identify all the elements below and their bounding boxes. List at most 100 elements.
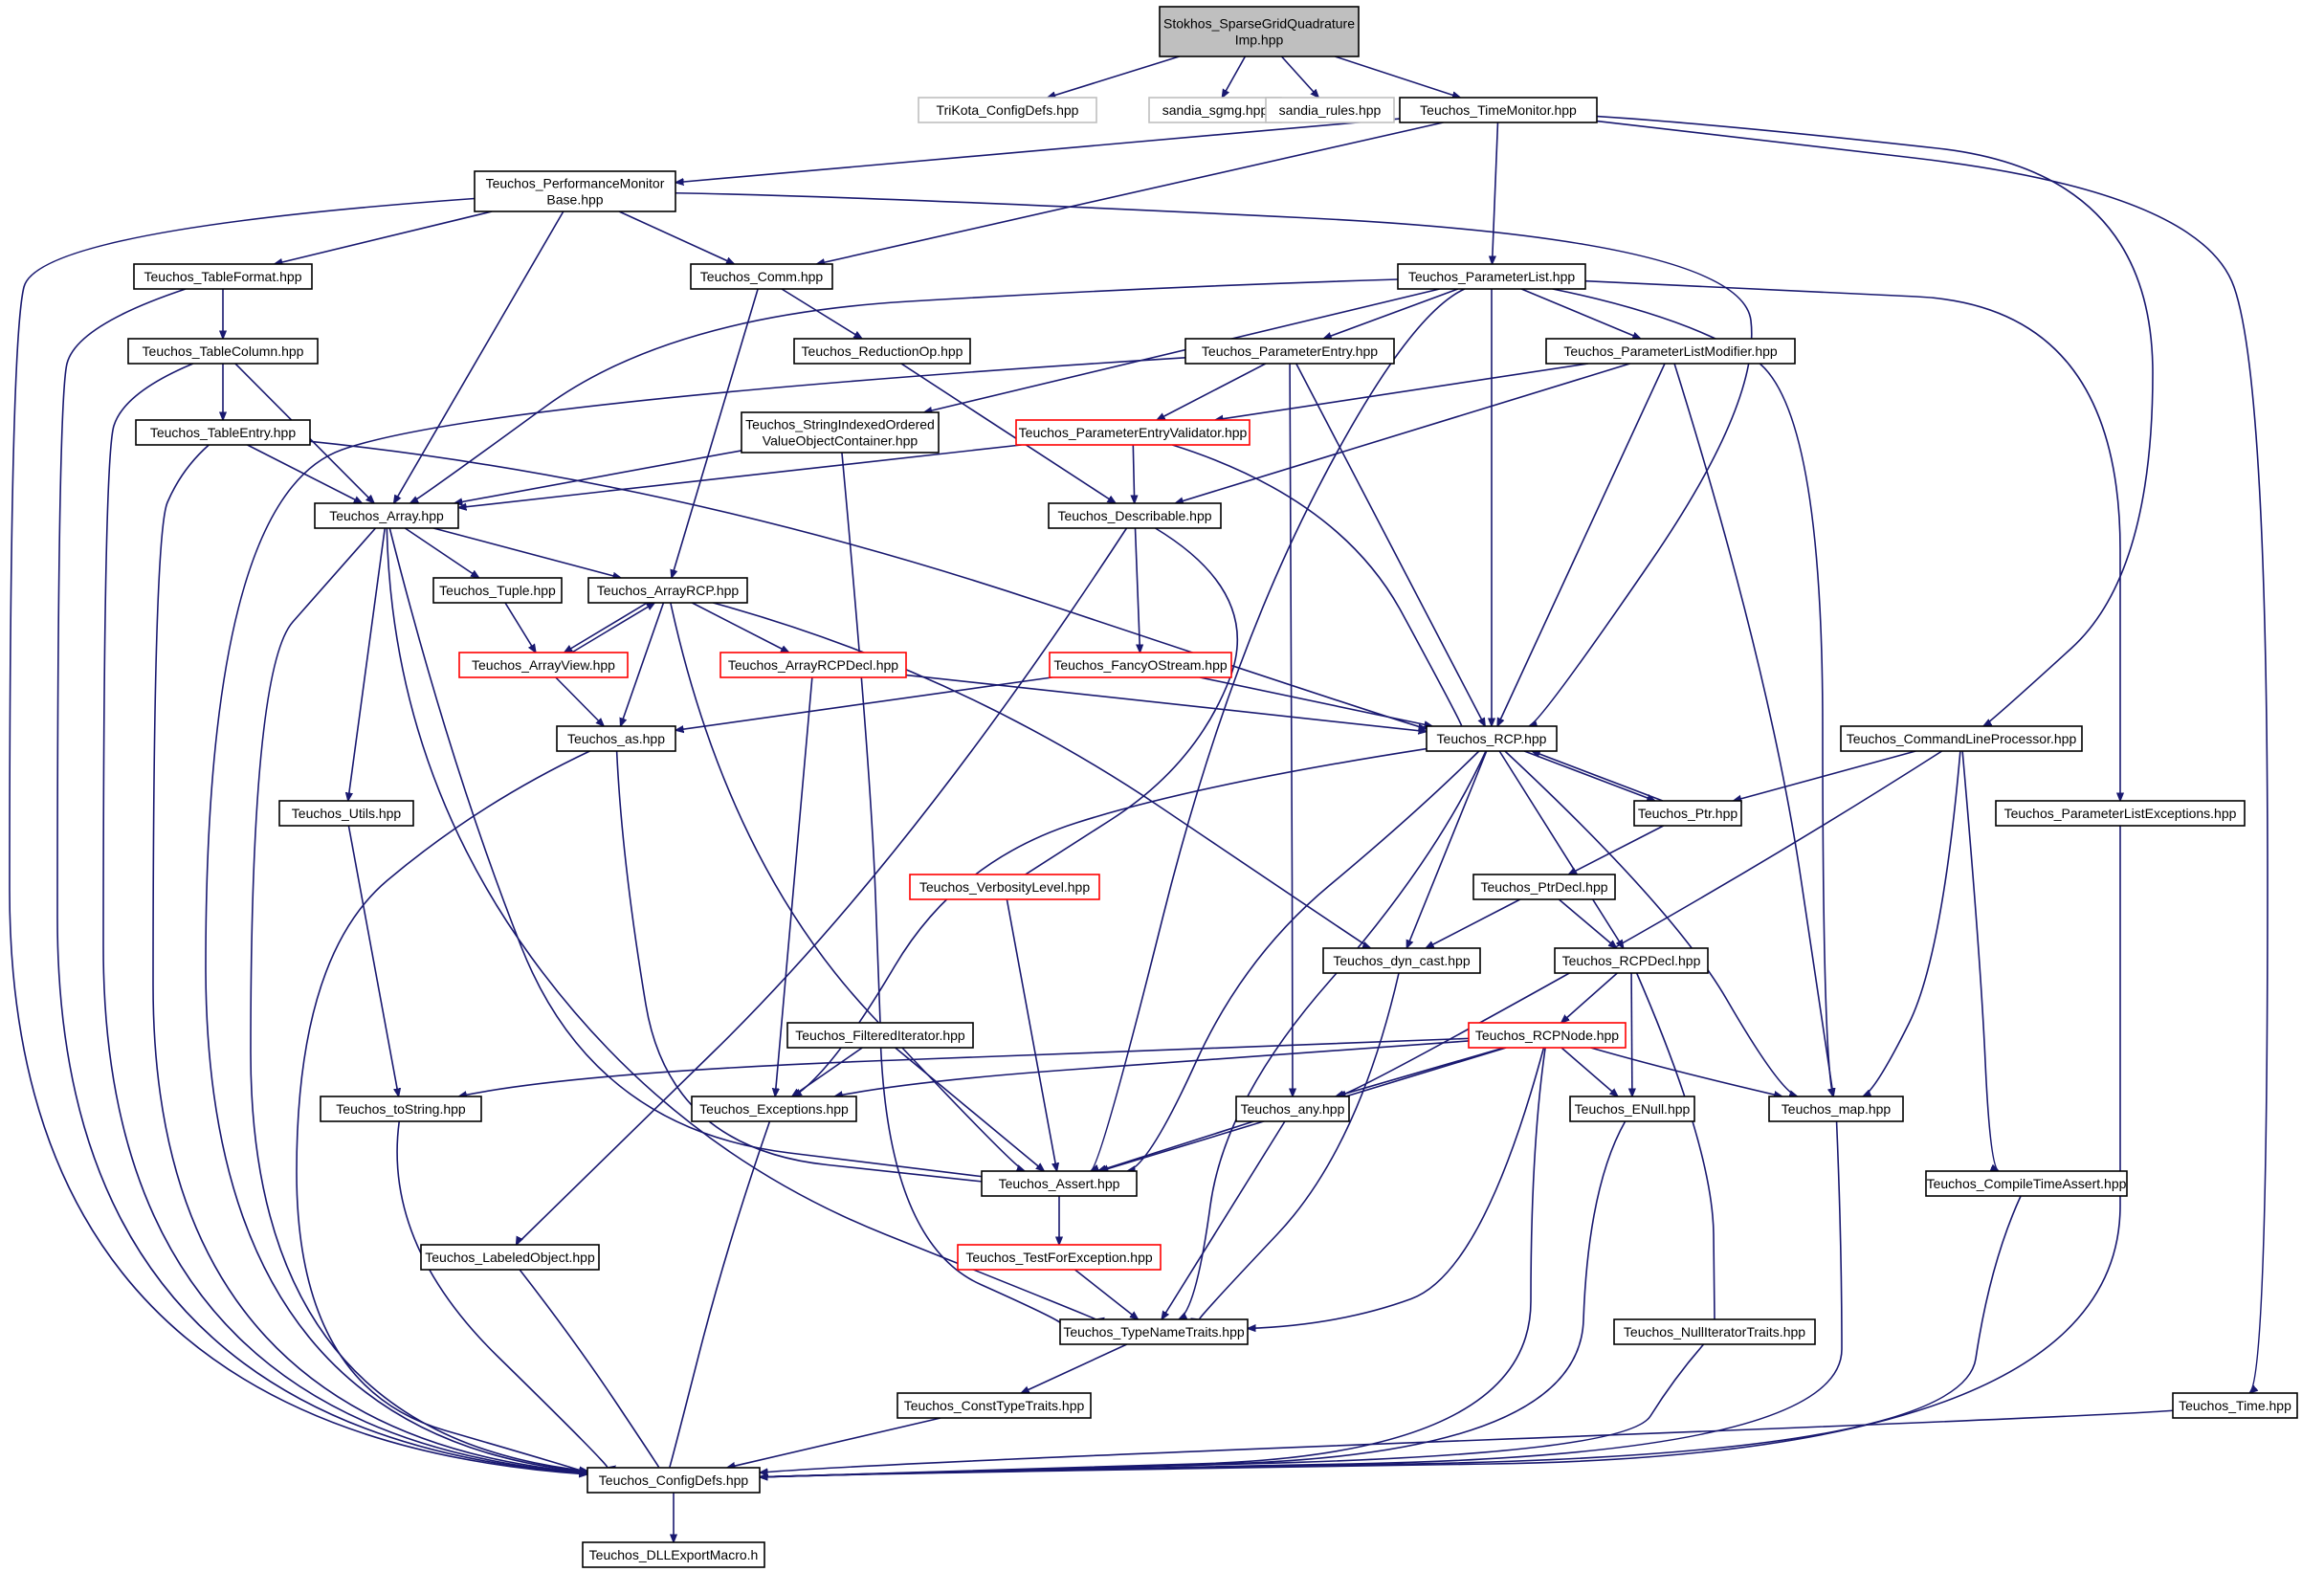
node-box: [1633, 800, 1742, 827]
node-pev[interactable]: Teuchos_ParameterEntryValidator.hpp: [1015, 419, 1251, 446]
node-sgmg[interactable]: sandia_sgmg.hpp: [1148, 97, 1282, 123]
node-label: ValueObjectContainer.hpp: [763, 433, 919, 449]
node-dyncast[interactable]: Teuchos_dyn_cast.hpp: [1322, 947, 1481, 974]
edge-paramlistmod-to-pev: [1215, 363, 1589, 420]
node-paramlist[interactable]: Teuchos_ParameterList.hpp: [1397, 263, 1586, 290]
edge-enull-to-configdefs: [760, 1120, 1627, 1477]
node-box: [691, 1096, 857, 1122]
node-label: Teuchos_Describable.hpp: [1057, 508, 1211, 523]
node-tableformat[interactable]: Teuchos_TableFormat.hpp: [133, 263, 313, 290]
edge-rcp-to-typename: [1179, 750, 1487, 1319]
node-ptr[interactable]: Teuchos_Ptr.hpp: [1633, 800, 1742, 827]
node-box: [719, 652, 907, 678]
node-paramentry[interactable]: Teuchos_ParameterEntry.hpp: [1184, 338, 1395, 365]
node-as[interactable]: Teuchos_as.hpp: [556, 725, 676, 752]
node-stringindexed[interactable]: Teuchos_StringIndexedOrderedValueObjectC…: [741, 411, 940, 454]
node-box: [786, 1022, 974, 1049]
node-utils[interactable]: Teuchos_Utils.hpp: [278, 800, 414, 827]
node-arrayrcp[interactable]: Teuchos_ArrayRCP.hpp: [587, 577, 748, 604]
edge-paramentry-to-pev: [1157, 363, 1267, 420]
edge-stringindexed-to-filterediter: [841, 452, 880, 1023]
edge-array-to-arrayrcp: [432, 527, 621, 578]
node-ptrdecl[interactable]: Teuchos_PtrDecl.hpp: [1472, 874, 1616, 900]
node-paramlistmod[interactable]: Teuchos_ParameterListModifier.hpp: [1545, 338, 1796, 365]
node-any[interactable]: Teuchos_any.hpp: [1235, 1096, 1350, 1122]
edge-ptrdecl-to-dyncast: [1426, 898, 1521, 948]
edge-clp-to-map: [1863, 750, 1961, 1097]
node-consttype[interactable]: Teuchos_ConstTypeTraits.hpp: [896, 1392, 1092, 1419]
node-rcp[interactable]: Teuchos_RCP.hpp: [1426, 725, 1558, 752]
node-tuple[interactable]: Teuchos_Tuple.hpp: [432, 577, 563, 604]
node-array[interactable]: Teuchos_Array.hpp: [314, 502, 459, 529]
node-tablecolumn[interactable]: Teuchos_TableColumn.hpp: [127, 338, 319, 365]
edge-arrayrcp-to-as: [621, 602, 665, 726]
node-rcpdecl[interactable]: Teuchos_RCPDecl.hpp: [1554, 947, 1709, 974]
node-map[interactable]: Teuchos_map.hpp: [1768, 1096, 1904, 1122]
node-label: Teuchos_PerformanceMonitor: [486, 176, 665, 191]
node-enull[interactable]: Teuchos_ENull.hpp: [1569, 1096, 1695, 1122]
node-typename[interactable]: Teuchos_TypeNameTraits.hpp: [1059, 1318, 1249, 1345]
node-box: [1015, 419, 1251, 446]
edge-rcpdecl-to-rcpnode: [1561, 972, 1618, 1023]
edge-array-to-configdefs: [250, 527, 587, 1471]
node-tostring[interactable]: Teuchos_toString.hpp: [320, 1096, 482, 1122]
nodes-layer: Stokhos_SparseGridQuadratureImp.hppTriKo…: [127, 6, 2298, 1568]
edge-pev-to-rcp: [1172, 444, 1461, 726]
node-describable[interactable]: Teuchos_Describable.hpp: [1048, 502, 1222, 529]
node-rcpnode[interactable]: Teuchos_RCPNode.hpp: [1468, 1022, 1627, 1049]
node-verbosity[interactable]: Teuchos_VerbosityLevel.hpp: [909, 874, 1100, 900]
node-label: Teuchos_RCPDecl.hpp: [1562, 953, 1701, 968]
edge-paramlist-to-array: [410, 278, 1399, 503]
node-comm[interactable]: Teuchos_Comm.hpp: [690, 263, 833, 290]
edge-arrayrcp-to-dyncast: [713, 602, 1370, 949]
edge-tuple-to-arrayview: [504, 602, 536, 653]
node-label: Teuchos_ConfigDefs.hpp: [599, 1472, 749, 1488]
node-label: Teuchos_Utils.hpp: [292, 806, 402, 821]
node-time[interactable]: Teuchos_Time.hpp: [2172, 1392, 2298, 1419]
node-rules[interactable]: sandia_rules.hpp: [1265, 97, 1395, 123]
node-arrayview[interactable]: Teuchos_ArrayView.hpp: [458, 652, 629, 678]
node-box: [474, 170, 676, 212]
edge-root-to-rules: [1280, 55, 1318, 98]
node-arrayrcpdecl[interactable]: Teuchos_ArrayRCPDecl.hpp: [719, 652, 907, 678]
node-box: [1322, 947, 1481, 974]
edge-rcp-to-dyncast: [1405, 750, 1488, 948]
edge-tableentry-to-configdefs: [152, 444, 587, 1472]
node-tableentry[interactable]: Teuchos_TableEntry.hpp: [135, 419, 311, 446]
edge-perfmon-to-tableformat: [275, 210, 493, 264]
node-label: Teuchos_Comm.hpp: [700, 269, 824, 284]
node-testforexc[interactable]: Teuchos_TestForException.hpp: [957, 1244, 1162, 1271]
node-assert[interactable]: Teuchos_Assert.hpp: [981, 1170, 1138, 1197]
node-label: Teuchos_ParameterList.hpp: [1408, 269, 1576, 284]
node-configdefs[interactable]: Teuchos_ConfigDefs.hpp: [587, 1467, 761, 1494]
node-label: Teuchos_ArrayRCP.hpp: [597, 583, 740, 598]
node-box: [556, 725, 676, 752]
node-label: Teuchos_RCPNode.hpp: [1475, 1028, 1619, 1043]
edge-tableentry-to-rcp: [309, 440, 1427, 728]
node-trikota[interactable]: TriKota_ConfigDefs.hpp: [918, 97, 1097, 123]
node-nulliter[interactable]: Teuchos_NullIteratorTraits.hpp: [1613, 1318, 1816, 1345]
node-labeled[interactable]: Teuchos_LabeledObject.hpp: [420, 1244, 600, 1271]
node-label: Teuchos_StringIndexedOrdered: [745, 417, 935, 432]
node-label: TriKota_ConfigDefs.hpp: [937, 102, 1079, 118]
node-box: [1472, 874, 1616, 900]
node-fancy[interactable]: Teuchos_FancyOStream.hpp: [1049, 652, 1232, 678]
node-plexc[interactable]: Teuchos_ParameterListExceptions.hpp: [1995, 800, 2246, 827]
node-box: [2172, 1392, 2298, 1419]
node-label: Teuchos_Assert.hpp: [999, 1176, 1120, 1191]
node-cta[interactable]: Teuchos_CompileTimeAssert.hpp: [1925, 1170, 2128, 1197]
node-clp[interactable]: Teuchos_CommandLineProcessor.hpp: [1840, 725, 2083, 752]
node-box: [1048, 502, 1222, 529]
edge-dyncast-to-typename: [1200, 972, 1400, 1319]
node-reductionop[interactable]: Teuchos_ReductionOp.hpp: [793, 338, 971, 365]
node-exceptions[interactable]: Teuchos_Exceptions.hpp: [691, 1096, 857, 1122]
node-dllexport[interactable]: Teuchos_DLLExportMacro.h: [582, 1541, 765, 1568]
node-filterediter[interactable]: Teuchos_FilteredIterator.hpp: [786, 1022, 974, 1049]
edge-perfmon-to-comm: [618, 210, 735, 265]
node-timemonitor[interactable]: Teuchos_TimeMonitor.hpp: [1399, 97, 1598, 123]
node-label: Teuchos_TableFormat.hpp: [144, 269, 302, 284]
edge-comm-to-arrayrcp: [672, 288, 759, 578]
